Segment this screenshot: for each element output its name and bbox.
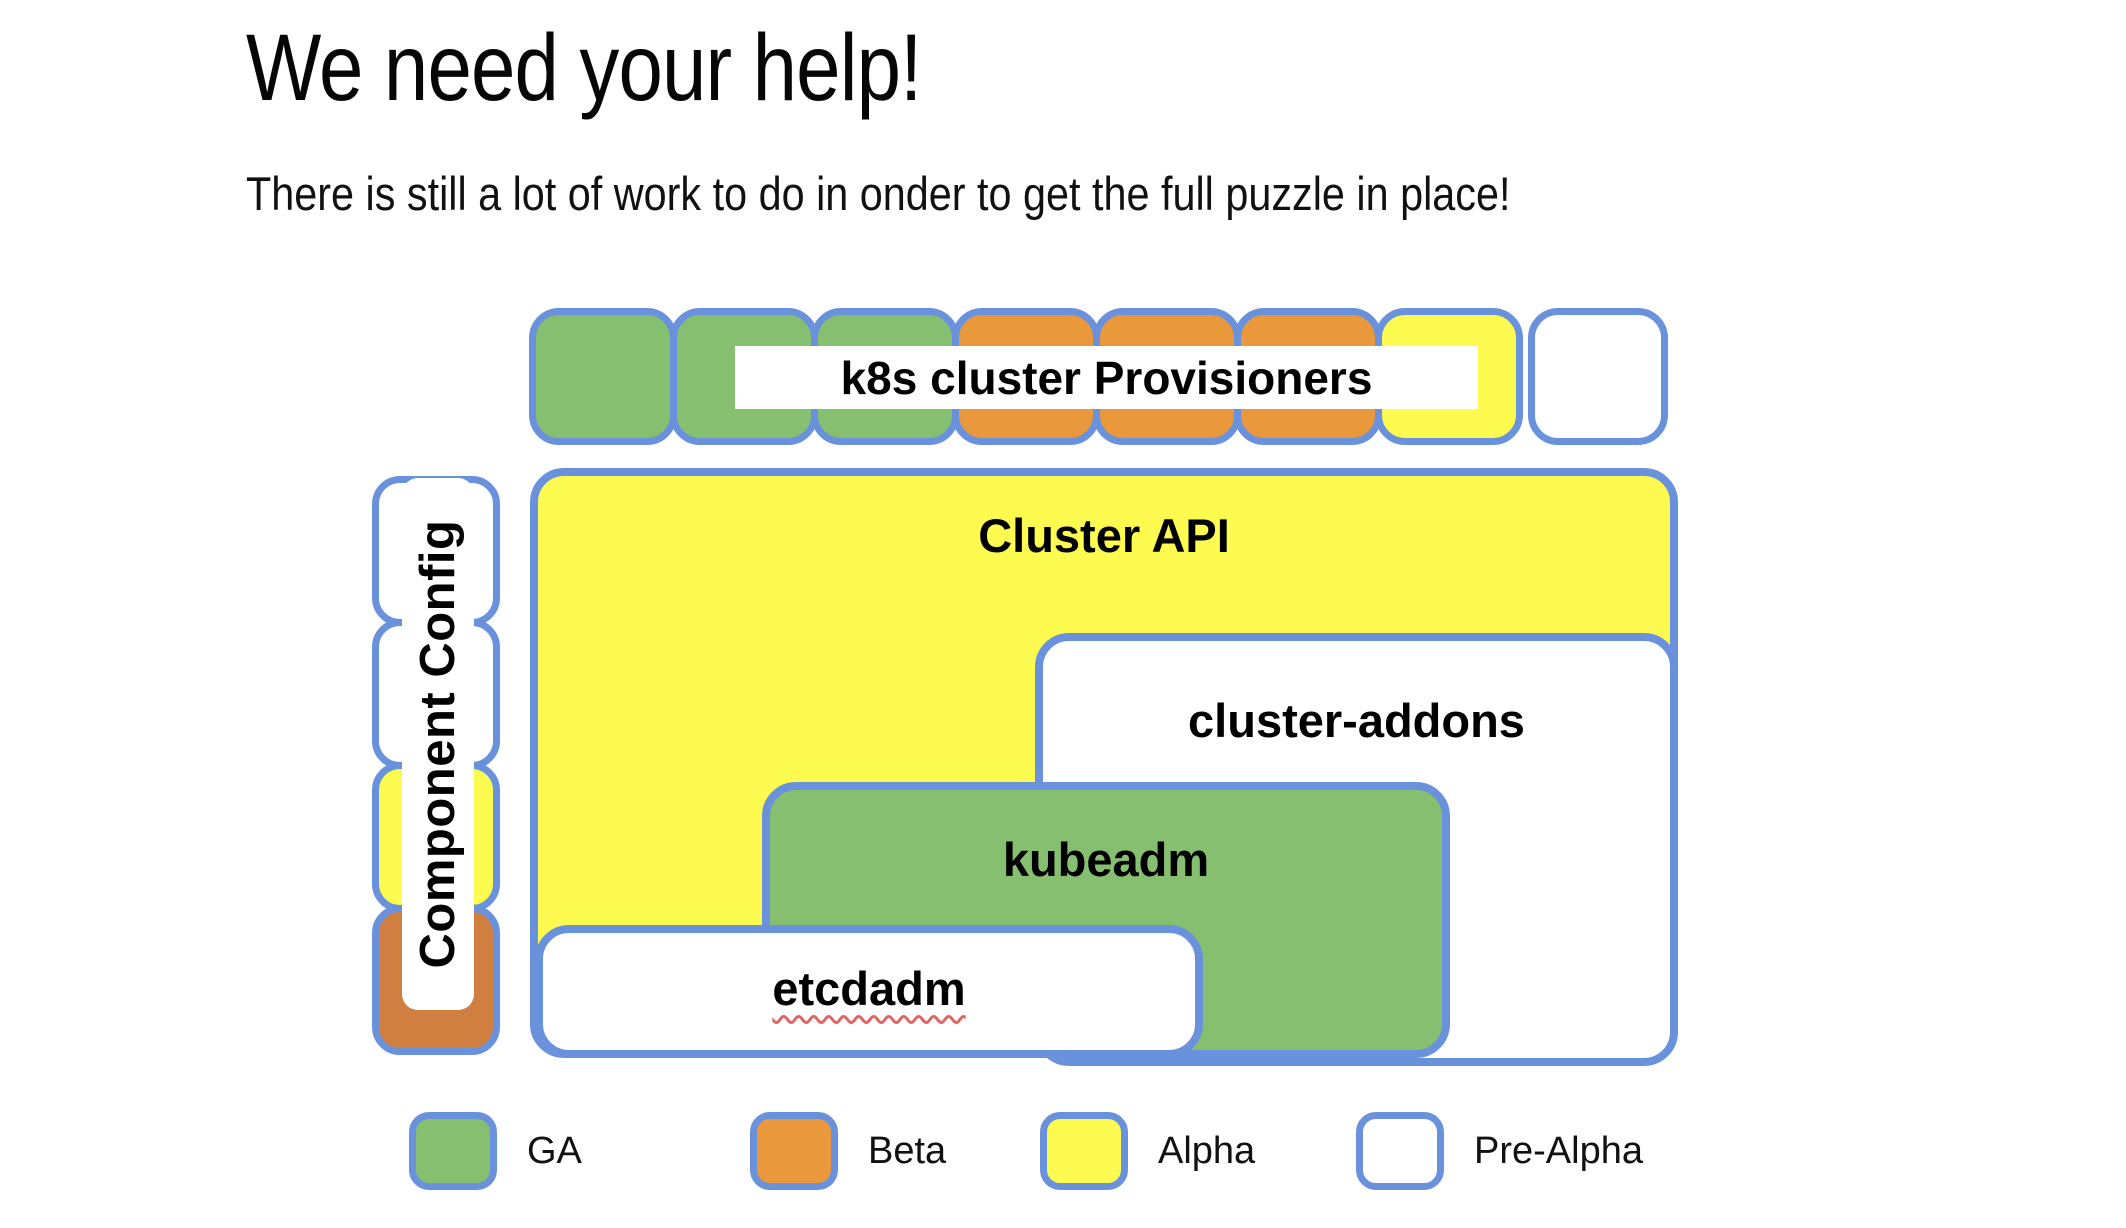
kubeadm-label: kubeadm: [1002, 833, 1210, 886]
cluster-addons-label: cluster-addons: [1188, 694, 1525, 747]
legend-item-beta: Beta: [750, 1112, 946, 1190]
provisioners-label: k8s cluster Provisioners: [840, 351, 1373, 404]
page-title: We need your help!: [246, 15, 922, 121]
etcdadm-label: etcdadm: [543, 961, 1195, 1016]
legend-swatch-pre-alpha: [1356, 1112, 1444, 1190]
component-config-label-bar: Component Config: [402, 478, 474, 1010]
legend-swatch-alpha: [1040, 1112, 1128, 1190]
legend-item-ga: GA: [409, 1112, 582, 1190]
legend-swatch-ga: [409, 1112, 497, 1190]
cluster-api-label: Cluster API: [978, 509, 1230, 562]
component-config-label: Component Config: [411, 519, 465, 969]
legend-label-pre-alpha: Pre-Alpha: [1474, 1129, 1643, 1172]
page-subtitle: There is still a lot of work to do in on…: [246, 167, 1511, 220]
legend-item-alpha: Alpha: [1040, 1112, 1255, 1190]
legend-swatch-beta: [750, 1112, 838, 1190]
provisioners-label-bar: k8s cluster Provisioners: [735, 346, 1478, 409]
legend-label-ga: GA: [527, 1129, 582, 1172]
provisioner-cell-8: [1528, 308, 1668, 445]
etcdadm-label-text: etcdadm: [772, 962, 966, 1015]
legend-item-pre-alpha: Pre-Alpha: [1356, 1112, 1643, 1190]
legend-label-beta: Beta: [868, 1129, 947, 1172]
provisioner-cell-1: [529, 308, 677, 445]
etcdadm-box: etcdadm: [535, 925, 1203, 1058]
legend-label-alpha: Alpha: [1158, 1129, 1256, 1172]
